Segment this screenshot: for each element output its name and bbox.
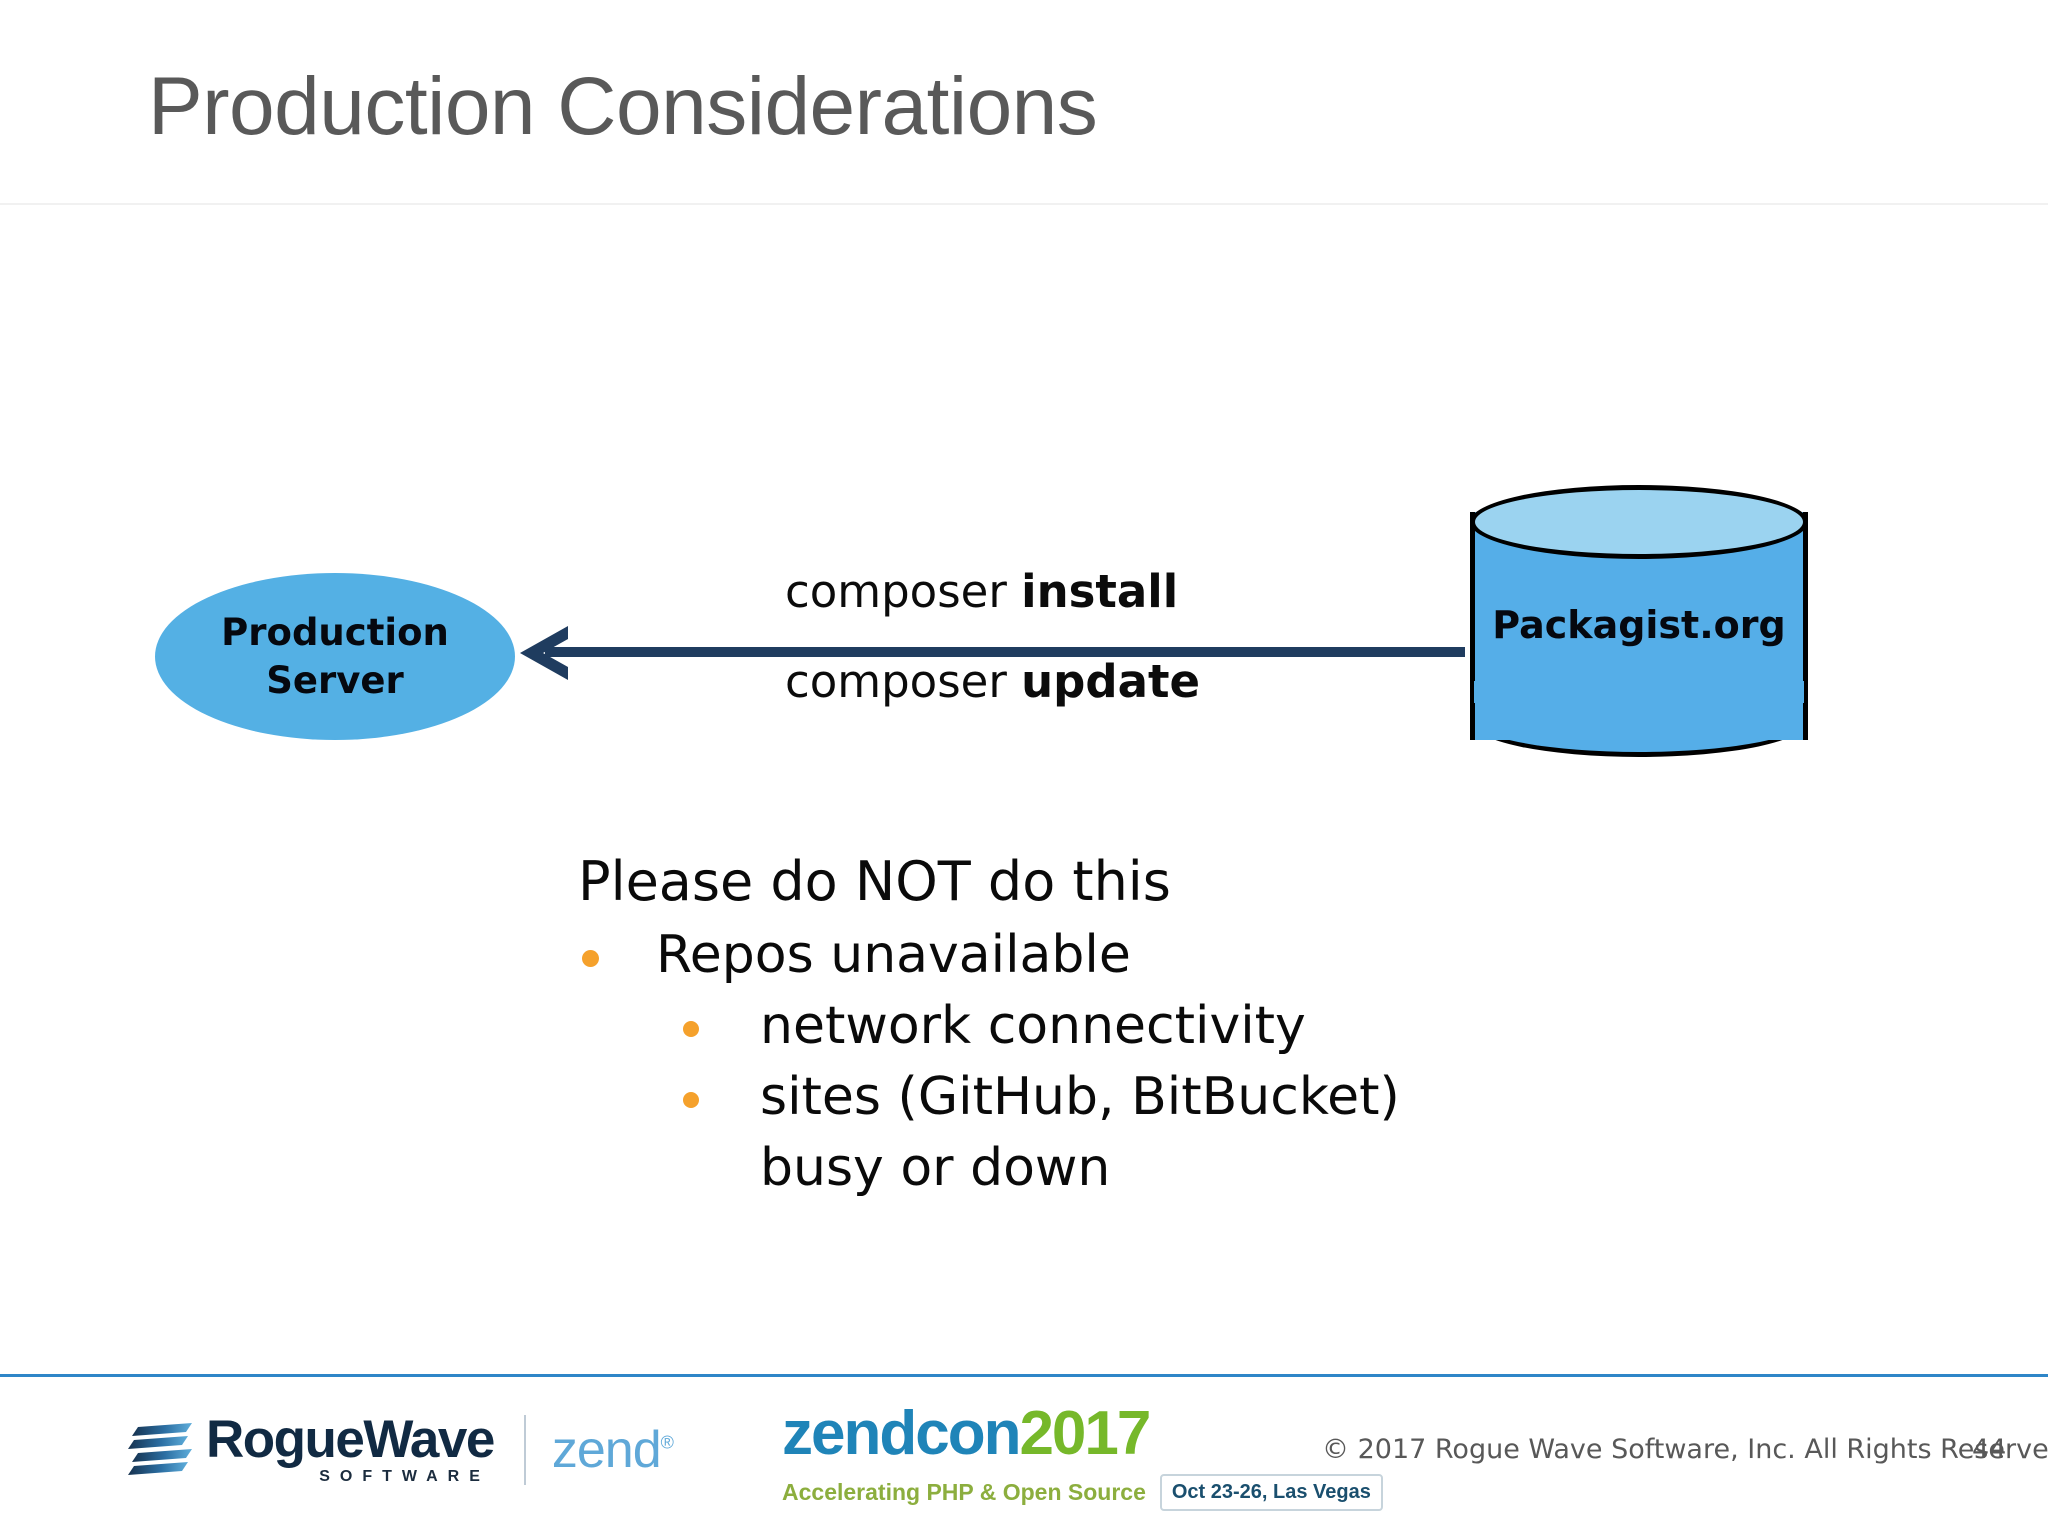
page-title: Production Considerations <box>148 61 1098 152</box>
arrow-label-install-plain: composer <box>785 565 1022 618</box>
slide-footer: RogueWave SOFTWARE zend® zendcon2017 Acc… <box>0 1377 2048 1536</box>
zend-wordmark: zend® <box>551 1420 674 1479</box>
arrow-shaft <box>545 647 1465 657</box>
cylinder-seam-mask <box>1474 681 1804 703</box>
production-server-node[interactable]: Production Server <box>155 573 515 740</box>
arrow-label-update: composer update <box>785 655 1200 708</box>
zendcon-logo: zendcon2017 Accelerating PHP & Open Sour… <box>782 1403 1383 1511</box>
production-server-label-line1: Production <box>221 611 449 655</box>
arrow-label-install: composer install <box>785 565 1178 618</box>
body-heading: Please do NOT do this <box>578 850 1171 913</box>
bullet-dot-icon <box>683 1021 699 1038</box>
body-content: Please do NOT do this Repos unavailable … <box>0 845 2048 1203</box>
packagist-repository-node[interactable]: Packagist.org <box>1470 485 1812 770</box>
bullet-item-sites-continuation: busy or down <box>578 1133 2048 1204</box>
bullet-dot-icon <box>683 1091 699 1108</box>
title-divider <box>0 203 2048 205</box>
bullet-text: busy or down <box>760 1137 1111 1198</box>
zendcon-subline: Accelerating PHP & Open Source Oct 23-26… <box>782 1474 1383 1511</box>
logo-separator <box>523 1414 526 1485</box>
zendcon-wordmark: zendcon2017 <box>782 1403 1383 1465</box>
page-number: 44 <box>1972 1434 2007 1465</box>
footer-divider <box>0 1374 2048 1377</box>
production-server-label-line2: Server <box>266 658 404 702</box>
zendcon-date-badge: Oct 23-26, Las Vegas <box>1159 1474 1383 1511</box>
arrow-label-install-bold: install <box>1021 565 1179 618</box>
arrow-head-left-icon <box>516 622 576 684</box>
zendcon-name: zendcon <box>782 1399 1021 1468</box>
rogue-wave-name: RogueWave <box>206 1410 495 1469</box>
packagist-label: Packagist.org <box>1492 603 1786 647</box>
bullet-text: Repos unavailable <box>656 924 1131 985</box>
rogue-wave-wordmark: RogueWave SOFTWARE <box>206 1410 495 1486</box>
zend-trademark: ® <box>660 1432 674 1453</box>
bullet-text: sites (GitHub, BitBucket) <box>760 1066 1400 1127</box>
rogue-wave-mark-icon <box>128 1422 192 1475</box>
bullet-item-repos-unavailable: Repos unavailable <box>578 920 2048 992</box>
zend-name: zend <box>551 1420 662 1479</box>
architecture-diagram: Production Server composer install compo… <box>0 440 2048 810</box>
zendcon-year: 2017 <box>1019 1399 1151 1468</box>
cylinder-top-shape <box>1470 485 1808 559</box>
copyright-notice: © 2017 Rogue Wave Software, Inc. All Rig… <box>1322 1434 2048 1465</box>
zendcon-tagline: Accelerating PHP & Open Source <box>782 1479 1146 1505</box>
rogue-wave-logo: RogueWave SOFTWARE zend® <box>128 1410 674 1486</box>
bullet-dot-icon <box>582 949 599 967</box>
bullet-item-sites: sites (GitHub, BitBucket) <box>578 1062 2048 1133</box>
arrow-label-update-bold: update <box>1021 655 1200 708</box>
arrow-label-update-plain: composer <box>785 655 1022 708</box>
bullet-item-network-connectivity: network connectivity <box>578 991 2048 1062</box>
rogue-wave-subtitle: SOFTWARE <box>319 1468 490 1485</box>
bullet-text: network connectivity <box>760 996 1306 1057</box>
